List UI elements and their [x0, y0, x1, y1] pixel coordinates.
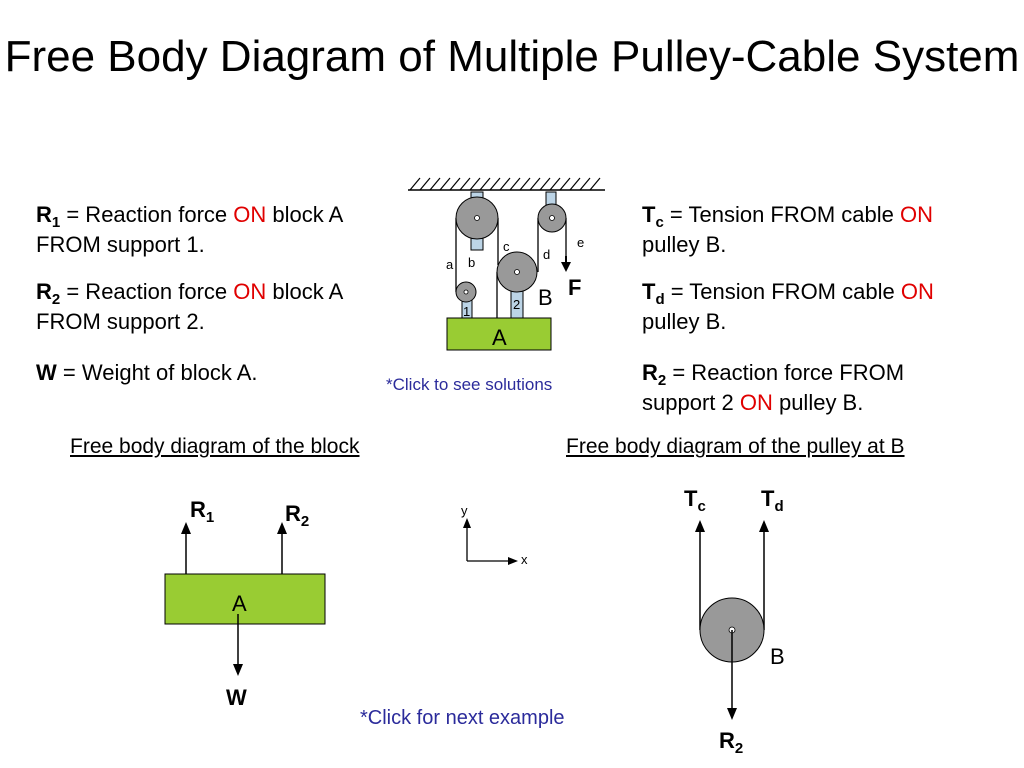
block-fbd-heading: Free body diagram of the block	[70, 435, 360, 458]
fbd-label-w: W	[226, 685, 247, 710]
on-highlight: ON	[900, 202, 933, 227]
on-highlight: ON	[900, 279, 934, 304]
fbd-pulley-label-b: B	[770, 644, 785, 669]
definition-text: pulley B.	[642, 232, 727, 257]
pulley-1	[455, 281, 477, 303]
axis-label-x: x	[521, 552, 528, 567]
arrow-tc-head	[695, 520, 705, 532]
definition-text: FROM support 1.	[36, 232, 205, 257]
symbol-t: T	[642, 202, 656, 227]
cable-label-c: c	[503, 239, 510, 254]
cable-label-b: b	[468, 255, 476, 270]
definition-text: = Tension FROM cable	[664, 279, 901, 304]
on-highlight: ON	[739, 390, 773, 415]
pulley-upper-left	[455, 196, 499, 240]
pulley-label-b: B	[538, 285, 553, 310]
definition-r1: R1 = Reaction force ON block A FROM supp…	[36, 200, 343, 260]
definition-text: = Weight of block A.	[56, 360, 258, 385]
pulley-number-1: 1	[463, 304, 471, 319]
pulley-upper-right	[537, 203, 567, 233]
next-example-link[interactable]: *Click for next example	[360, 707, 565, 729]
definition-td: Td = Tension FROM cable ON pulley B.	[642, 277, 934, 337]
definition-text: = Reaction force	[60, 279, 234, 304]
slide-title: Free Body Diagram of Multiple Pulley-Cab…	[4, 32, 1020, 81]
subscript: c	[655, 214, 664, 231]
definition-text: block A	[266, 202, 344, 227]
arrow-w-head	[233, 664, 243, 676]
symbol-r: R	[642, 360, 658, 385]
definition-r2: R2 = Reaction force ON block A FROM supp…	[36, 277, 343, 337]
fbd-label-td: Td	[761, 486, 784, 515]
definition-text: pulley B.	[642, 309, 727, 334]
definition-text: = Tension FROM cable	[663, 202, 900, 227]
cable-label-d: d	[543, 247, 551, 262]
cable-label-e: e	[577, 235, 585, 250]
y-axis-head	[463, 518, 471, 528]
definition-text: support 2	[642, 390, 740, 415]
arrow-r1-head	[181, 522, 191, 534]
definition-r2-pulley: R2 = Reaction force FROM support 2 ON pu…	[642, 358, 904, 418]
block-a	[446, 317, 552, 351]
definition-text: block A	[266, 279, 344, 304]
symbol-t: T	[642, 279, 656, 304]
force-label-f: F	[568, 275, 582, 300]
fbd-block-label-a: A	[232, 591, 247, 616]
symbol-w: W	[36, 360, 57, 385]
coordinate-axes	[466, 524, 512, 562]
on-highlight: ON	[233, 279, 267, 304]
ceiling-support	[408, 177, 605, 191]
fbd-label-r1: R1	[190, 497, 215, 526]
definition-text: FROM support 2.	[36, 309, 205, 334]
arrow-r2-pulley-head	[727, 708, 737, 720]
arrow-r2-head	[277, 522, 287, 534]
pulley-number-2: 2	[513, 297, 521, 312]
subscript: 1	[51, 214, 61, 231]
subscript: 2	[657, 372, 667, 389]
fbd-label-tc: Tc	[684, 486, 706, 515]
definition-w: W = Weight of block A.	[36, 358, 258, 388]
x-axis-head	[508, 557, 518, 565]
arrow-td-head	[759, 520, 769, 532]
definition-text: = Reaction force	[60, 202, 234, 227]
subscript: d	[655, 291, 665, 308]
pulley-b	[496, 251, 538, 293]
on-highlight: ON	[233, 202, 267, 227]
cables	[455, 218, 567, 320]
symbol-r: R	[36, 202, 52, 227]
cable-label-a: a	[446, 257, 454, 272]
symbol-r: R	[36, 279, 52, 304]
definition-tc: Tc = Tension FROM cable ON pulley B.	[642, 200, 933, 260]
force-arrow-f	[561, 256, 571, 272]
block-label-a: A	[492, 325, 507, 350]
subscript: 2	[51, 291, 61, 308]
fbd-label-r2-pulley: R2	[719, 728, 744, 757]
axis-label-y: y	[461, 503, 468, 518]
fbd-block-a	[164, 573, 326, 625]
pulley-fbd-heading: Free body diagram of the pulley at B	[566, 435, 905, 458]
fbd-label-r2: R2	[285, 501, 310, 530]
solutions-link[interactable]: *Click to see solutions	[386, 375, 553, 394]
definition-text: pulley B.	[772, 390, 864, 415]
definition-text: = Reaction force FROM	[666, 360, 905, 385]
